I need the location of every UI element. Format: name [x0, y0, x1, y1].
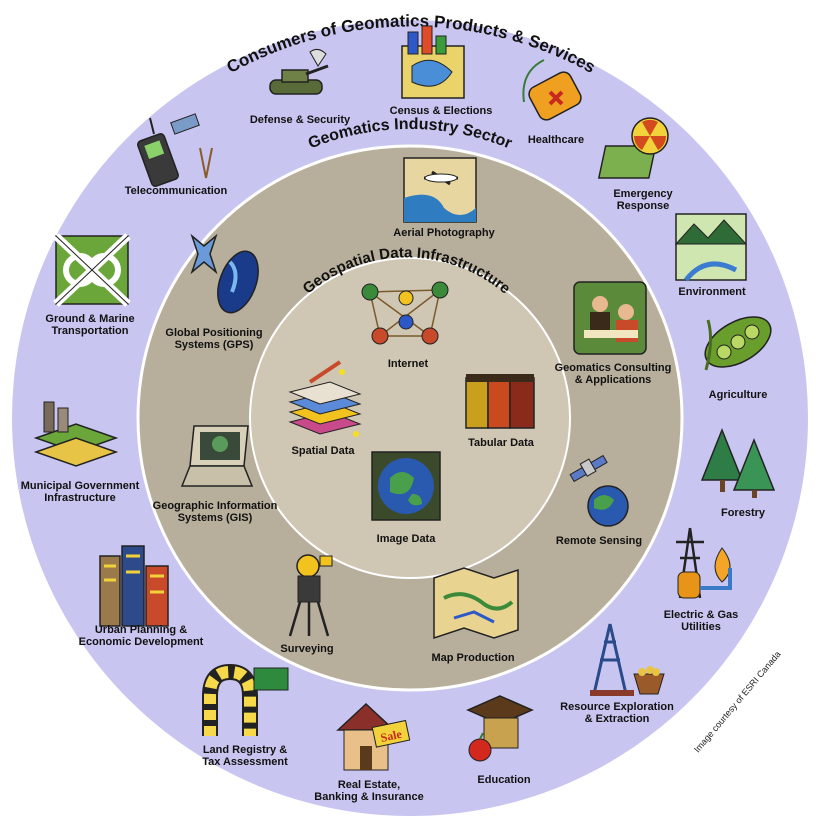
map-production-label: Map Production [431, 652, 515, 664]
healthcare-label: Healthcare [527, 134, 585, 146]
municipal-map-icon [33, 401, 119, 467]
svg-text:Sale: Sale [379, 727, 403, 745]
city-buildings-icon [99, 545, 169, 627]
gis-label-line1: Geographic Information [152, 500, 278, 512]
image-data-label: Image Data [376, 533, 436, 545]
utility-icon [676, 527, 732, 599]
municipal-label-line2: Infrastructure [44, 492, 116, 504]
peapod-icon [704, 316, 772, 371]
realestate-label-line1: Real Estate, [337, 779, 401, 791]
urban-planning-label-line1: Urban Planning & [94, 624, 188, 636]
internet-label: Internet [387, 358, 429, 370]
graduation-cap-icon [466, 695, 534, 762]
spatial-layers-icon [288, 360, 362, 437]
emergency-label-line1: Emergency [613, 188, 673, 200]
transportation-label-line1: Ground & Marine [45, 313, 135, 325]
aerial-photography-label: Aerial Photography [393, 227, 495, 239]
municipal-label-line1: Municipal Government [20, 480, 140, 492]
electric-label-line2: Utilities [681, 621, 721, 633]
transportation-label-line2: Transportation [51, 325, 129, 337]
oil-rig-icon [590, 623, 665, 696]
gps-label-line1: Global Positioning [165, 327, 263, 339]
remote-sensing-label: Remote Sensing [555, 535, 643, 547]
first-aid-kit-icon [522, 59, 582, 121]
gps-label-line2: Systems (GPS) [174, 339, 254, 351]
map-production-icon [433, 567, 519, 640]
radiation-icon [597, 117, 669, 179]
resource-label-line1: Resource Exploration [560, 701, 674, 713]
land-registry-label-line1: Land Registry & [202, 744, 288, 756]
consulting-icon [573, 281, 647, 355]
inner-ring [249, 257, 571, 579]
environment-label: Environment [678, 286, 746, 298]
emergency-label-line2: Response [616, 200, 670, 212]
surveying-label: Surveying [280, 643, 334, 655]
aerial-photo-icon [403, 157, 477, 223]
surveyor-icon [288, 554, 333, 637]
laptop-icon [180, 425, 254, 487]
tabular-data-icon [465, 374, 535, 429]
environment-icon [674, 213, 748, 282]
census-icon [401, 25, 465, 99]
agriculture-label: Agriculture [708, 389, 768, 401]
land-registry-label-line2: Tax Assessment [202, 756, 288, 768]
gps-satellite-icon [190, 233, 259, 314]
forestry-label: Forestry [720, 507, 766, 519]
resource-label-line2: & Extraction [584, 713, 650, 725]
tabular-data-label: Tabular Data [468, 437, 534, 449]
telecommunication-label: Telecommunication [124, 185, 228, 197]
tank-icon [269, 48, 329, 95]
board-game-icon [202, 663, 289, 736]
education-label: Education [477, 774, 531, 786]
highway-interchange-icon [53, 233, 131, 307]
network-globes-icon [361, 281, 449, 345]
globe-image-icon [371, 451, 441, 521]
cell-phone-icon [137, 113, 213, 187]
realestate-label-line2: Banking & Insurance [314, 791, 424, 803]
consulting-label-line1: Geomatics Consulting [554, 362, 672, 374]
consulting-label-line2: & Applications [574, 374, 652, 386]
house-for-sale-icon: Sale [336, 702, 411, 771]
satellite-icon [569, 454, 629, 527]
urban-planning-label-line2: Economic Development [78, 636, 204, 648]
electric-label-line1: Electric & Gas [663, 609, 739, 621]
census-label: Census & Elections [389, 105, 493, 117]
defense-label: Defense & Security [249, 114, 351, 126]
gis-label-line2: Systems (GIS) [177, 512, 253, 524]
spatial-data-label: Spatial Data [291, 445, 355, 457]
forest-icon [700, 427, 776, 498]
